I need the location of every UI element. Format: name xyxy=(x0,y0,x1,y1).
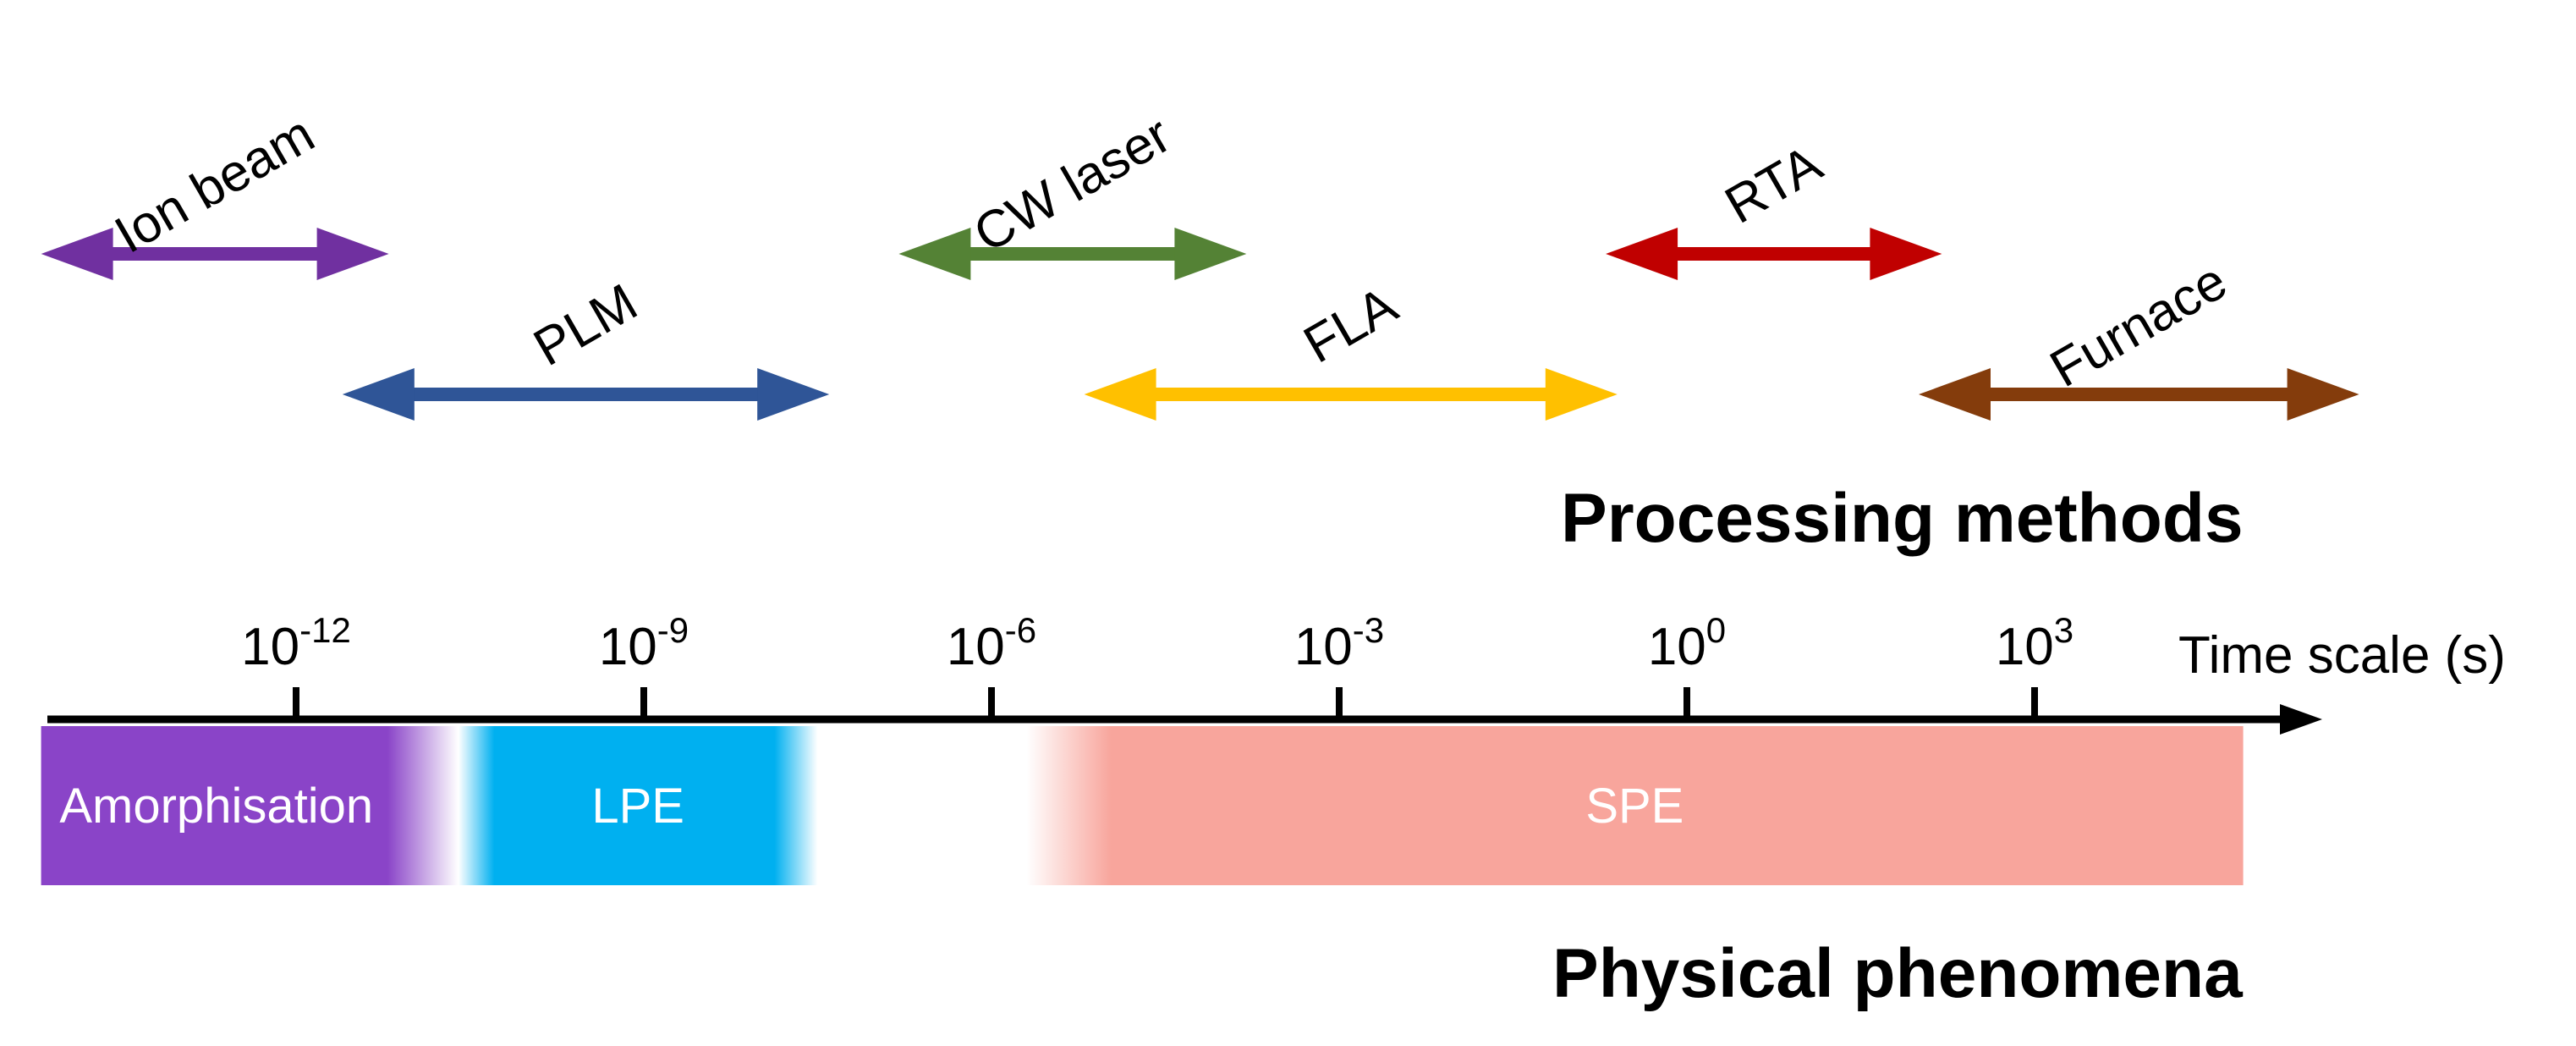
method-label: CW laser xyxy=(964,106,1180,264)
tick-label-exponent: 0 xyxy=(1706,610,1726,650)
arrow-head-left-icon xyxy=(342,368,415,421)
tick-label-base: 10 xyxy=(241,618,299,676)
tick-label: 10-6 xyxy=(947,610,1036,676)
tick-label-exponent: -6 xyxy=(1005,610,1036,650)
method-label: PLM xyxy=(525,273,647,377)
tick-label-base: 10 xyxy=(1648,618,1706,676)
arrow-head-right-icon xyxy=(2287,368,2359,421)
arrow-shaft xyxy=(1152,388,1549,401)
tick-label: 100 xyxy=(1648,610,1726,676)
arrow-head-right-icon xyxy=(1545,368,1618,421)
heading-processing-methods: Processing methods xyxy=(1561,480,2244,557)
time-axis xyxy=(47,704,2322,735)
tick-label-base: 10 xyxy=(947,618,1005,676)
method-label: FLA xyxy=(1294,276,1408,375)
method-label: Furnace xyxy=(2040,252,2236,399)
arrow-shaft xyxy=(1987,388,2291,401)
method-label: RTA xyxy=(1716,134,1832,234)
axis-arrowhead-icon xyxy=(2280,704,2322,735)
phenomenon-band xyxy=(1026,726,2244,885)
physical-phenomena-bars: Amorphisation LPE SPE xyxy=(41,726,2244,885)
tick-label: 10-3 xyxy=(1294,610,1384,676)
arrow-shaft xyxy=(410,388,761,401)
phenomenon-band xyxy=(458,726,818,885)
tick-label: 10-9 xyxy=(599,610,689,676)
tick-label-base: 10 xyxy=(1294,618,1353,676)
phenomenon-label: Amorphisation xyxy=(59,779,373,834)
method-arrow-ion-beam: Ion beam xyxy=(41,105,389,280)
arrow-head-left-icon xyxy=(1919,368,1991,421)
method-arrow-cw-laser: CW laser xyxy=(898,106,1247,280)
tick-label: 103 xyxy=(1996,610,2073,676)
phenomenon-bar-spe: SPE xyxy=(1026,726,2244,885)
method-label: Ion beam xyxy=(106,105,324,265)
method-arrow-fla: FLA xyxy=(1084,276,1618,421)
method-arrow-furnace: Furnace xyxy=(1919,252,2359,421)
arrow-head-right-icon xyxy=(757,368,830,421)
arrow-head-left-icon xyxy=(898,228,971,280)
tick-label-exponent: -12 xyxy=(299,610,351,650)
method-arrow-plm: PLM xyxy=(342,273,830,421)
tick-label: 10-12 xyxy=(241,610,351,676)
phenomenon-bar-amorphisation: Amorphisation xyxy=(41,726,459,885)
phenomenon-bar-lpe: LPE xyxy=(458,726,818,885)
arrow-shaft xyxy=(109,247,321,261)
phenomenon-label: SPE xyxy=(1585,779,1683,834)
axis-label: Time scale (s) xyxy=(2178,626,2506,685)
heading-physical-phenomena: Physical phenomena xyxy=(1552,935,2244,1012)
arrow-head-right-icon xyxy=(1174,228,1247,280)
arrow-head-left-icon xyxy=(1084,368,1156,421)
arrow-head-left-icon xyxy=(41,228,113,280)
tick-label-base: 10 xyxy=(599,618,657,676)
tick-label-exponent: -9 xyxy=(657,610,689,650)
arrow-head-right-icon xyxy=(316,228,389,280)
arrow-shaft xyxy=(1674,247,1874,261)
arrow-shaft xyxy=(967,247,1178,261)
phenomenon-label: LPE xyxy=(591,779,684,834)
tick-label-exponent: 3 xyxy=(2054,610,2073,650)
tick-label-exponent: -3 xyxy=(1353,610,1384,650)
arrow-head-right-icon xyxy=(1870,228,1942,280)
arrow-head-left-icon xyxy=(1606,228,1678,280)
tick-label-base: 10 xyxy=(1996,618,2054,676)
phenomenon-band xyxy=(41,726,459,885)
method-arrow-rta: RTA xyxy=(1606,134,1942,280)
